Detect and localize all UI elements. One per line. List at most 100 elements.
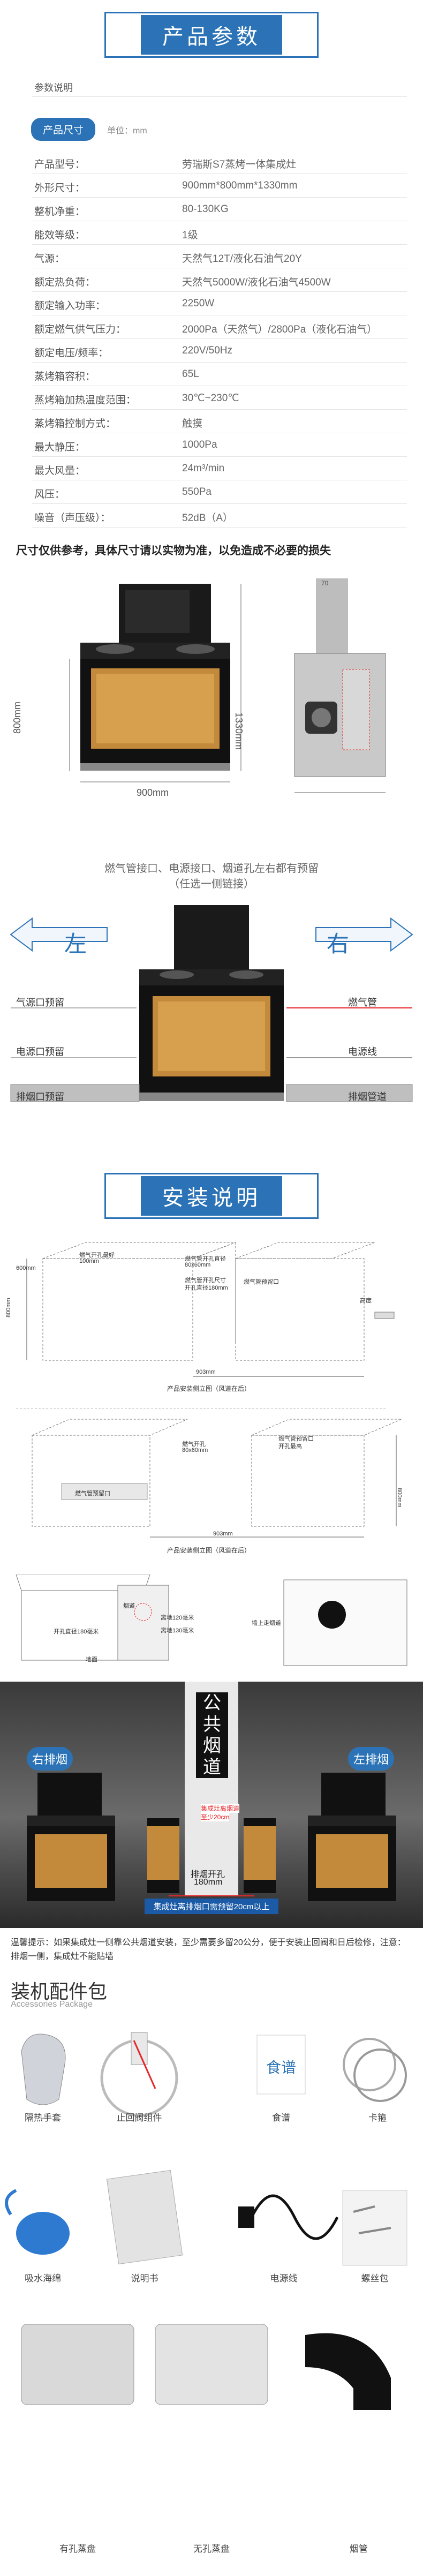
spec-row: 额定电压/频率： 220V/50Hz <box>32 338 407 363</box>
right-label: 右 <box>327 931 350 956</box>
spec-row: 整机净重：80-130KG <box>32 197 407 221</box>
spec-value: 550Pa <box>182 486 212 498</box>
connection-diagram <box>10 905 413 1102</box>
spec-value: 2000Pa（天然气）/2800Pa（液化石油气） <box>182 324 377 335</box>
spec-key: 蒸烤箱容积： <box>34 371 96 382</box>
acc-label-recipe: 食谱 <box>272 2113 290 2123</box>
dim-total-height: 1330mm <box>233 712 244 750</box>
spec-key: 外形尺寸： <box>34 183 86 194</box>
section-title: 安装说明 <box>141 1176 282 1216</box>
right-arrow <box>315 917 413 952</box>
label-exhaust-port: 排烟口预留 <box>16 1091 64 1102</box>
dim-side-top: 70 <box>321 579 329 587</box>
flue-pipe-icon <box>305 2333 391 2410</box>
note-d: 80x60mm <box>185 1262 211 1268</box>
wall-a: 开孔直径180毫米 <box>54 1629 99 1635</box>
connection-line2: （任选一侧链接） <box>169 878 254 890</box>
section-title: 产品参数 <box>141 15 282 55</box>
product-dimension-drawing <box>69 578 386 793</box>
flue-title: 公 共 烟 道 <box>196 1692 228 1778</box>
spec-row: 能效等级：1级 <box>32 221 407 245</box>
spec-value: 触摸 <box>182 418 203 430</box>
acc-label-sponge: 吸水海绵 <box>25 2273 61 2284</box>
wall-f: 墙上走烟道 <box>252 1620 281 1626</box>
acc-label-manual: 说明书 <box>131 2273 158 2284</box>
spec-row: 气源： 天然气12T/液化石油气20Y <box>32 244 407 268</box>
tag-left-exhaust: 左排烟 <box>348 1747 395 1771</box>
section-header-install: 安装说明 <box>104 1173 319 1219</box>
install-diagram-2 <box>16 1408 402 1538</box>
recipe-book-text: 食谱 <box>266 2059 296 2076</box>
acc-label-screws: 螺丝包 <box>361 2273 389 2284</box>
spec-key: 额定热负荷： <box>34 277 96 288</box>
spec-row: 外形尺寸：900mm*800mm*1330mm <box>32 174 407 198</box>
note-j: 燃气管预留口 <box>278 1436 314 1442</box>
spec-value: 30℃~230℃ <box>182 393 239 404</box>
spec-row: 最大静压： 1000Pa <box>32 433 407 457</box>
accessories-title: 装机配件包 <box>11 1980 108 2002</box>
note-g: 燃气管预留口 <box>244 1279 279 1285</box>
power-cord-icon <box>250 2194 339 2240</box>
dim-height: 800mm <box>12 701 22 734</box>
side-hood <box>316 578 348 653</box>
spec-key: 产品型号： <box>34 159 86 170</box>
label-gas-pipe: 燃气管 <box>348 997 377 1008</box>
spec-row: 产品型号：劳瑞斯S7蒸烤一体集成灶 <box>32 150 407 174</box>
note-d2: 80x60mm <box>182 1447 208 1453</box>
flue-char: 烟 <box>203 1736 221 1756</box>
flue-open-b: 180mm <box>194 1878 223 1887</box>
spec-value: 24m³/min <box>182 463 225 474</box>
spec-key: 蒸烤箱加热温度范围： <box>34 395 137 406</box>
spec-value: 220V/50Hz <box>182 345 233 356</box>
spec-key: 最大静压： <box>34 442 86 453</box>
dim-width: 900mm <box>137 787 169 798</box>
flue-char: 公 <box>203 1693 221 1713</box>
spec-row: 额定燃气供气压力： 2000Pa（天然气）/2800Pa（液化石油气） <box>32 315 407 339</box>
spec-value: 天然气12T/液化石油气20Y <box>182 253 302 265</box>
wall-d: 离地130毫米 <box>161 1628 194 1634</box>
flue-bottom-bar: 集成灶离排烟口需预留20cm以上 <box>145 1899 278 1914</box>
perforated-tray-icon <box>21 2324 134 2405</box>
note-b: 100mm <box>79 1258 99 1264</box>
install-diagram-1 <box>26 1242 395 1377</box>
params-label: 参数说明 <box>34 82 73 93</box>
wall-e: 地面 <box>86 1656 97 1663</box>
dim-800-a: 800mm <box>5 1298 12 1317</box>
spec-value: 天然气5000W/液化石油气4500W <box>182 277 331 288</box>
spec-key: 额定电压/频率： <box>34 348 109 359</box>
spec-value: 1000Pa <box>182 439 217 450</box>
spec-key: 额定输入功率： <box>34 300 106 312</box>
accessory-images: 食谱 <box>5 2032 407 2410</box>
acc-label-plain-tray: 无孔蒸盘 <box>193 2544 230 2554</box>
diag1-caption: 产品安装侧立图（风道在后） <box>167 1385 251 1392</box>
spec-value: 52dB（A） <box>182 513 233 524</box>
label-power-port: 电源口预留 <box>16 1046 64 1057</box>
note-h: 燃气开孔 <box>182 1441 206 1448</box>
spec-key: 风压： <box>34 489 65 500</box>
glove-icon <box>21 2033 66 2105</box>
size-tag: 产品尺寸 <box>31 118 96 141</box>
label-gas-port: 气源口预留 <box>16 997 64 1008</box>
size-disclaimer: 尺寸仅供参考，具体尺寸请以实物为准，以免造成不必要的损失 <box>16 545 331 557</box>
flue-open-a: 排烟开孔 <box>191 1870 225 1879</box>
spec-value: 2250W <box>182 298 215 309</box>
left-label: 左 <box>64 931 87 956</box>
sponge-icon <box>16 2212 70 2255</box>
screw-pack-icon <box>342 2190 407 2266</box>
label-exhaust-duct: 排烟管道 <box>348 1091 387 1102</box>
spec-key: 额定燃气供气压力： <box>34 324 126 335</box>
spec-row: 风压： 550Pa <box>32 480 407 504</box>
spec-value: 80-130KG <box>182 204 229 215</box>
spec-key: 气源： <box>34 253 65 265</box>
spec-row: 蒸烤箱控制方式：触摸 <box>32 409 407 433</box>
wall-diagrams <box>16 1575 407 1666</box>
spec-row: 蒸烤箱加热温度范围： 30℃~230℃ <box>32 386 407 410</box>
flue-mid-a: 集成灶离烟道 <box>201 1804 240 1813</box>
note-a: 燃气开孔最好 <box>79 1252 115 1259</box>
divider <box>32 96 407 97</box>
note-k: 高度 <box>360 1298 372 1304</box>
flue-mid-b: 至少20cm <box>201 1812 230 1821</box>
left-arrow <box>10 917 108 952</box>
tag-right-exhaust: 右排烟 <box>27 1747 73 1771</box>
note-c: 燃气管开孔直径 <box>185 1256 226 1262</box>
